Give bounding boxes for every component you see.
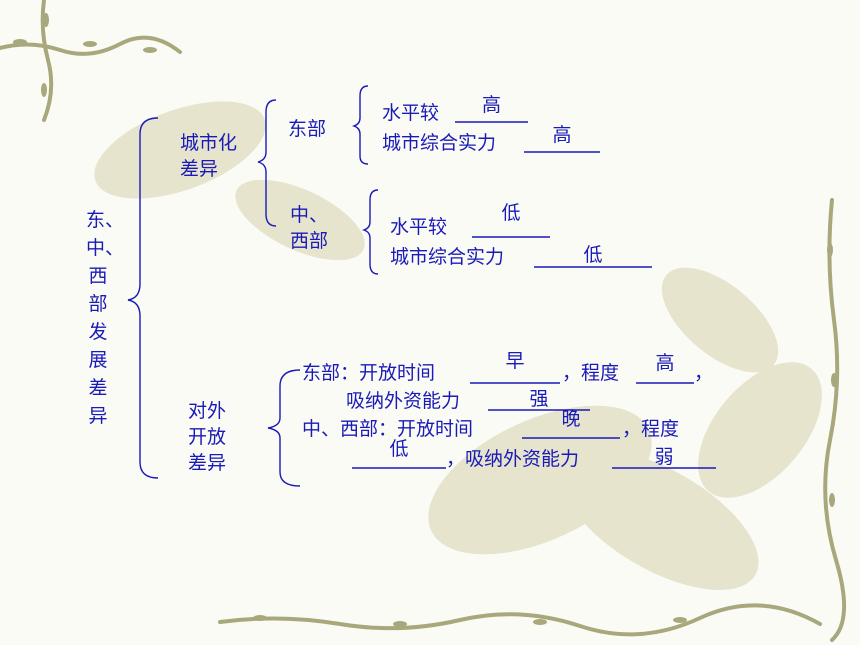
- opening-mw-capital-label: ，吸纳外资能力: [446, 448, 580, 470]
- urban-mw-level-answer: 低: [501, 202, 521, 224]
- opening-mw-degree-label: ，程度: [622, 418, 680, 440]
- root-brace: [127, 117, 159, 479]
- urban-difference-heading: 城市化 差异: [180, 132, 238, 180]
- opening-east-time-answer: 早: [505, 350, 525, 372]
- opening-mw-time-answer: 晚: [561, 408, 581, 430]
- opening-east-degree-label: ，程度: [562, 362, 620, 384]
- urban-east-level-text: 水平较: [382, 102, 440, 124]
- opening-difference-heading: 对外 开放 差异: [188, 400, 227, 474]
- urban-mw-strength-answer: 低: [583, 244, 603, 266]
- urban-mw-strength-text: 城市综合实力: [390, 246, 505, 268]
- opening-mw-time-label: 中、西部：开放时间: [302, 418, 474, 440]
- urban-east-strength-answer: 高: [552, 124, 572, 146]
- urban-midwest-heading: 中、 西部: [290, 204, 329, 252]
- east-urban-brace: [351, 85, 369, 165]
- opening-mw-capital-answer: 弱: [654, 446, 674, 468]
- root-topic: 东、中、西部发展差异: [86, 209, 125, 427]
- opening-east-degree-answer: 高: [655, 352, 675, 374]
- opening-east-time-label: 东部：开放时间: [302, 362, 436, 384]
- urban-east-strength-text: 城市综合实力: [382, 132, 497, 154]
- opening-brace: [267, 369, 301, 487]
- opening-east-comma: ，: [694, 362, 714, 384]
- urban-east-level-answer: 高: [481, 94, 501, 116]
- urban-mw-level-text: 水平较: [390, 216, 448, 238]
- opening-east-capital-label: 吸纳外资能力: [346, 390, 461, 412]
- opening-east-capital-answer: 强: [529, 388, 549, 410]
- opening-mw-degree-answer: 低: [389, 438, 409, 460]
- urban-brace: [257, 99, 277, 227]
- urban-east-heading: 东部: [288, 118, 327, 140]
- midwest-urban-brace: [361, 189, 379, 275]
